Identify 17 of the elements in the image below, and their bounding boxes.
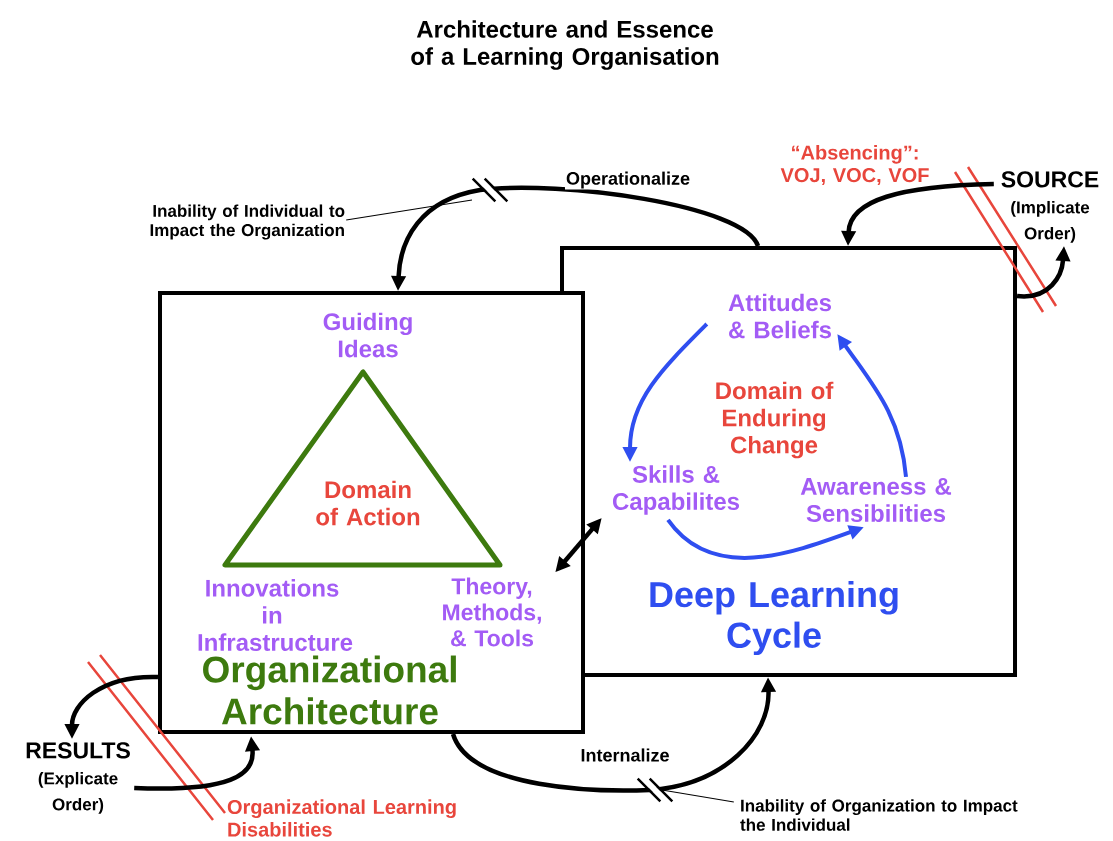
source-label: SOURCE (Implicate Order) xyxy=(1001,171,1099,243)
note-text: “Absencing”: VOJ, VOC, VOF xyxy=(780,144,929,186)
leader-line xyxy=(661,789,735,803)
triangle: Domain of Action xyxy=(222,369,503,568)
callout-text: Inability of Individual to Impact the Organization xyxy=(150,204,345,240)
title: Architecture and Essence of a Learning Organisation xyxy=(411,20,719,70)
cycle-stage-label: Skills & Capabilites xyxy=(613,465,740,515)
theory-label: Theory, Methods, & Tools xyxy=(443,577,541,647)
callout-text: Inability of Organization to Impact the Individual xyxy=(740,799,1018,831)
results-label: RESULTS (Explicate Order) xyxy=(26,742,130,814)
leader-line xyxy=(345,199,473,221)
cycle-stage-label: Awareness & Sensibilities xyxy=(800,478,952,522)
note-text: Organizational Learning Disabilities xyxy=(227,799,456,837)
edge-label: Operationalize xyxy=(565,170,691,190)
edge-label: Internalize xyxy=(579,747,671,763)
domain-label: Domain of Enduring Change xyxy=(716,381,834,459)
cycle-stage-label: Attitudes & Beliefs xyxy=(728,293,831,339)
